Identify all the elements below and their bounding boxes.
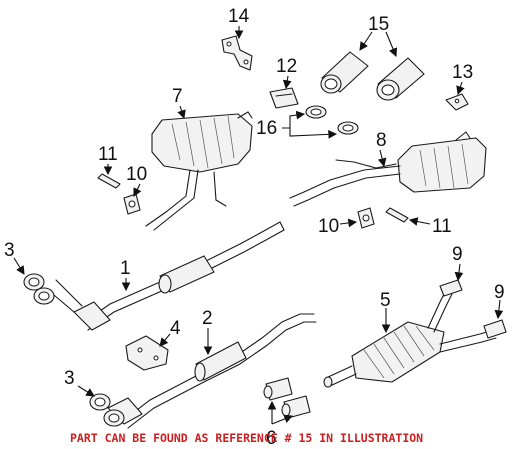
callout-12: 14 [228,6,250,27]
callout-3-upper: 3 [4,240,15,261]
callout-9-upper: 9 [452,244,463,265]
part-9-flanges [439,279,507,339]
part-1-front-pipe [47,221,285,331]
callout-16: 16 [256,118,277,139]
part-11-pins [97,173,409,223]
callout-10-lower: 10 [318,216,339,237]
callout-3-lower: 3 [64,368,75,389]
part-2-front-pipe [107,313,317,429]
callout-9-lower: 9 [494,282,505,303]
part-13-bracket [445,93,469,111]
part-8-silencer [289,131,487,207]
part-3-gaskets-upper [23,273,55,305]
callout-6: 6 [266,428,277,449]
callout-13: 13 [452,62,473,83]
part-5-center-muffler [323,289,497,388]
part-12-bracket [221,35,253,71]
part-6-clamps [263,377,311,419]
callout-8: 8 [376,130,387,151]
callout-15: 15 [368,14,389,35]
callout-4: 4 [170,318,181,339]
part-3-gaskets-lower [89,393,125,427]
callout-5: 5 [380,290,391,311]
part-15-tailpipe-tips [320,51,425,101]
callout-leaders [13,26,504,425]
part-4-heat-shield [125,335,169,371]
reference-note: PART CAN BE FOUND AS REFERENCE # 15 IN I… [70,431,423,445]
part-16-clamps [305,105,359,135]
callout-14-text: 12 [276,56,297,77]
callout-10-upper: 10 [126,164,147,185]
callout-1: 1 [120,258,131,279]
part-10-isolators [123,193,375,229]
callout-7: 7 [172,86,183,107]
callout-labels: 14 15 13 16 12 7 16 8 11 10 10 11 3 1 9 … [4,6,505,449]
callout-2: 2 [202,308,213,329]
part-14-hanger [269,87,299,109]
part-7-silencer [145,111,253,231]
callout-11-lower: 11 [432,216,452,237]
callout-11-upper: 11 [98,144,118,165]
